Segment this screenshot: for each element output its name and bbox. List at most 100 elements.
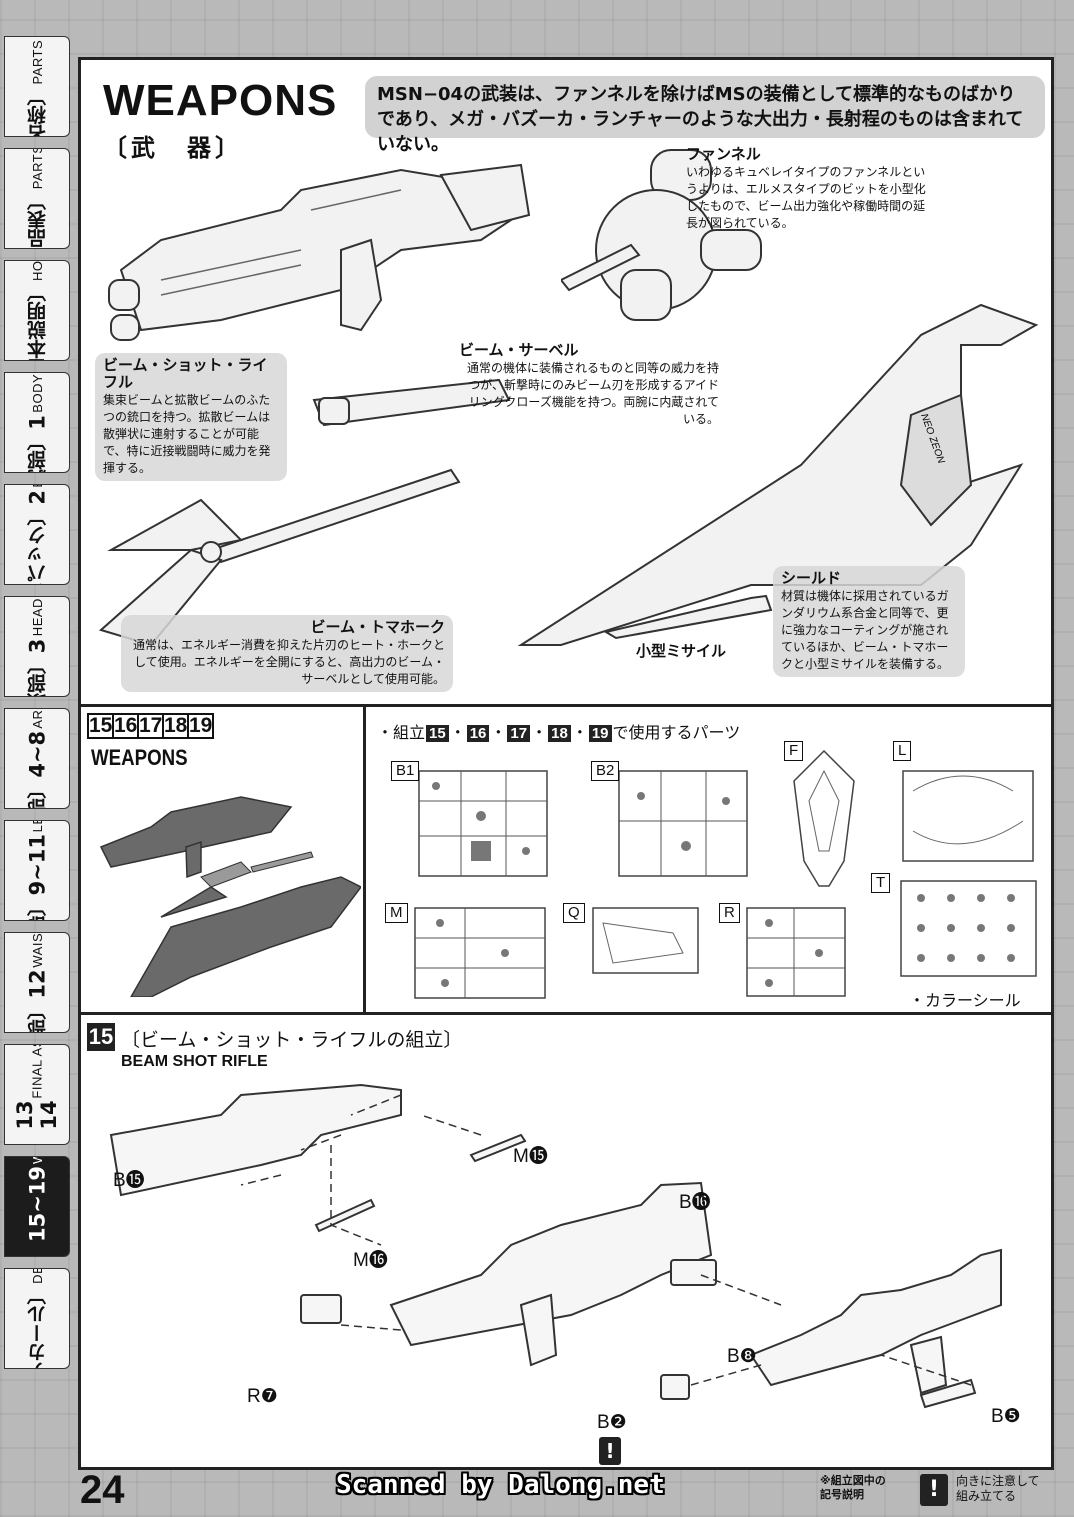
parts-section-label: WEAPONS <box>91 745 188 770</box>
step-number-boxes: 15 16 17 18 19 <box>87 713 214 739</box>
page-number: 24 <box>80 1468 125 1512</box>
legend-text-line: 向きに注意して <box>956 1474 1040 1488</box>
callout-b2: B❷ <box>597 1412 627 1433</box>
weapons-preview-illustration <box>99 796 361 997</box>
tab-jp-label: 〔完成〕 <box>24 1131 51 1144</box>
rifle-description: ビーム・ショット・ライフル 集束ビームと拡散ビームのふたつの銃口を持つ。拡散ビー… <box>95 353 287 481</box>
parts-heading-sep: ・ <box>531 723 548 742</box>
runner-label-m: M <box>385 903 408 923</box>
tab-en-label: PARTS LIST <box>29 148 45 190</box>
runner-l-frame <box>902 770 1034 862</box>
runner-b1: B1 <box>391 761 551 881</box>
tab-decal[interactable]: 〔デカール〕DECAL <box>4 1268 70 1369</box>
shield-description: シールド 材質は機体に採用されているガンダリウム系合金と同等で、更に強力なコーテ… <box>773 566 965 677</box>
parts-heading-sep: ・ <box>490 723 507 742</box>
tab-jp-label: 〔デカール〕 <box>26 1285 49 1369</box>
step-box-16: 16 <box>112 713 139 739</box>
shield-name: シールド <box>781 569 842 587</box>
saber-name: ビーム・サーベル <box>459 341 579 359</box>
callout-b16: B⓰ <box>679 1192 711 1213</box>
step-box-18: 18 <box>162 713 189 739</box>
weapons-section: WEAPONS 〔武 器〕 MSN−04の武装は、ファンネルを除けばMSの装備と… <box>81 60 1051 707</box>
tab-en-label: WEAPONS <box>30 1157 45 1163</box>
parts-step-15: 15 <box>426 725 449 742</box>
tab-en-label: FINAL ASSEMBLE <box>30 1045 45 1098</box>
tab-jp-label: 〔基本説明〕 <box>26 282 49 361</box>
step-box-17: 17 <box>137 713 164 739</box>
rifle-name: ビーム・ショット・ライフル <box>103 356 268 391</box>
funnel-name: ファンネル <box>686 145 761 163</box>
tab-number: 4~8 <box>25 730 49 778</box>
runner-label-r: R <box>719 903 740 923</box>
small-missile-label: 小型ミサイル <box>636 642 727 660</box>
section-tabs: 〔各部名称〕PARTS OF NAME 〔部品表〕PARTS LIST 〔基本説明〕… <box>4 36 70 1476</box>
callout-r7: R❼ <box>247 1386 278 1407</box>
tomahawk-description: ビーム・トマホーク 通常は、エネルギー消費を抑えた片刃のヒート・ホークとして使用… <box>121 615 453 692</box>
tab-text: 〔デカール〕DECAL <box>24 1269 51 1369</box>
tab-parts-list[interactable]: 〔部品表〕PARTS LIST <box>4 148 70 249</box>
tab-number: 15~19 <box>25 1165 49 1242</box>
tab-final-assemble[interactable]: 〔完成〕13 14FINAL ASSEMBLE <box>4 1044 70 1145</box>
callout-b8: B❽ <box>727 1346 757 1367</box>
tab-jp-label: 〔部品表〕 <box>26 191 49 249</box>
funnel-text: いわゆるキュベレイタイプのファンネルというよりは、エルメスタイプのビットを小型化… <box>686 165 926 230</box>
tab-leg-unit[interactable]: 〔脚部〕9~11LEG UNIT <box>4 820 70 921</box>
parts-step-16: 16 <box>466 725 490 742</box>
tab-en-label: BODY UNIT <box>29 372 45 413</box>
step-box-15: 15 <box>87 713 114 739</box>
tab-text: 〔腰部〕12WAIST UNIT <box>24 933 51 1032</box>
tab-number: 9~11 <box>25 833 49 896</box>
runner-b2: B2 <box>591 761 751 881</box>
runner-b1-frame <box>418 770 548 877</box>
runner-label-b2: B2 <box>591 761 620 781</box>
runner-label-b1: B1 <box>391 761 420 781</box>
tomahawk-text: 通常は、エネルギー消費を抑えた片刃のヒート・ホークとして使用。エネルギーを全開に… <box>132 638 445 686</box>
runner-q: Q <box>563 903 703 993</box>
tab-back-pack[interactable]: 〔バックパック〕2BACK PACK <box>4 484 70 585</box>
tab-en-label: BACK PACK <box>30 485 45 488</box>
runner-q-frame <box>592 907 699 974</box>
runner-r: R <box>719 903 849 1003</box>
tomahawk-name: ビーム・トマホーク <box>310 618 445 636</box>
beam-shot-rifle-illustration <box>108 163 531 341</box>
tab-en-label: LEG UNIT <box>30 821 45 832</box>
tab-en-label: HOW TO <box>30 261 45 280</box>
tab-parts-of-name[interactable]: 〔各部名称〕PARTS OF NAME <box>4 36 70 137</box>
tab-how-to[interactable]: 〔基本説明〕 HOW TO <box>4 260 70 361</box>
tab-text: 〔完成〕13 14FINAL ASSEMBLE <box>13 1045 61 1144</box>
tab-text: 〔バックパック〕2BACK PACK <box>24 485 51 584</box>
runner-f-frame <box>793 749 855 887</box>
rifle-assembly-diagram <box>109 1083 1002 1409</box>
tab-arm-unit[interactable]: 〔腕部〕4~8ARM UNIT <box>4 708 70 809</box>
runner-l: L <box>893 741 1043 871</box>
runner-b2-frame <box>618 770 748 877</box>
step15-title: 〔ビーム・ショット・ライフルの組立〕 <box>121 1029 463 1051</box>
main-frame: WEAPONS 〔武 器〕 MSN−04の武装は、ファンネルを除けばMSの装備と… <box>78 57 1054 1470</box>
tab-jp-label: 〔各部名称〕 <box>24 86 51 136</box>
runner-label-q: Q <box>563 903 585 923</box>
tab-text: 〔部品表〕PARTS LIST <box>24 148 51 249</box>
runner-f: F <box>784 741 864 891</box>
tab-jp-label: 〔脚部〕 <box>24 897 51 920</box>
step15-number: 15 <box>87 1023 115 1051</box>
runner-label-l: L <box>893 741 912 761</box>
funnel-description: ファンネル いわゆるキュベレイタイプのファンネルというよりは、エルメスタイプのビ… <box>686 146 926 232</box>
scan-watermark: Scanned by Dalong.net <box>336 1470 665 1500</box>
tab-number: 3 <box>25 638 49 654</box>
beam-saber-illustration <box>312 378 511 427</box>
callout-b5: B❺ <box>991 1406 1021 1427</box>
weapons-subtitle: 〔武 器〕 <box>103 134 243 162</box>
callout-m15: M⓯ <box>513 1146 548 1167</box>
step15-section: 15 〔ビーム・ショット・ライフルの組立〕 BEAM SHOT RIFLE <box>81 1015 1051 1467</box>
runner-label-t: T <box>871 873 891 893</box>
callout-m16: M⓰ <box>353 1250 388 1271</box>
runner-m-frame <box>414 907 546 999</box>
legend-title-line: ※組立図中の <box>820 1474 886 1487</box>
tab-waist-unit[interactable]: 〔腰部〕12WAIST UNIT <box>4 932 70 1033</box>
